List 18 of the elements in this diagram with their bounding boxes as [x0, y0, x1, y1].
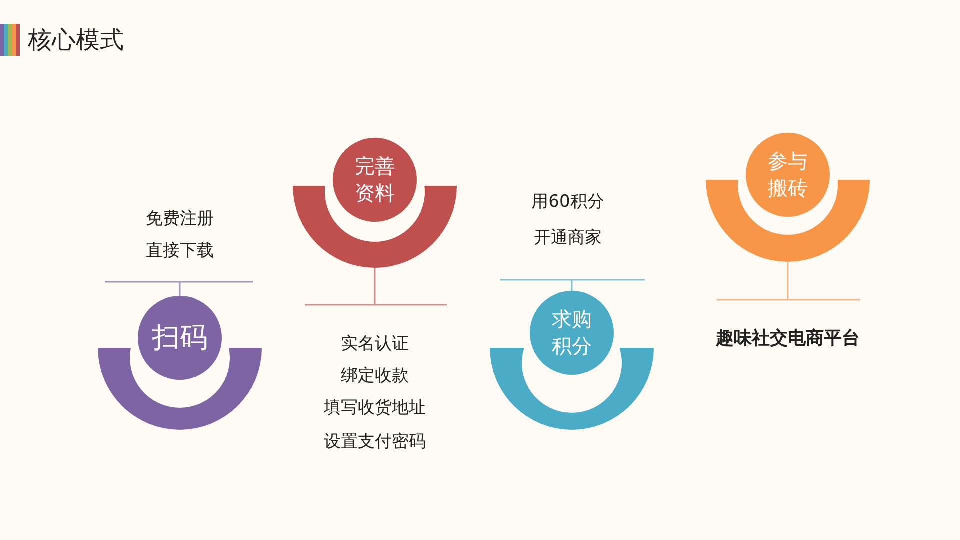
tagline-text: 趣味社交电商平台 [716, 327, 860, 350]
node-text: 求购积分 [551, 306, 593, 360]
node-text: 参与搬砖 [767, 148, 809, 202]
semicircle-badge [98, 296, 262, 430]
description-text: 设置支付密码 [324, 431, 426, 453]
semicircle-badge [490, 291, 654, 430]
semicircle-badge [706, 133, 870, 262]
description-text: 用60积分 [532, 191, 604, 213]
semicircle-badge [293, 138, 457, 268]
description-text: 绑定收款 [341, 365, 409, 387]
description-text: 填写收货地址 [324, 397, 426, 419]
description-text: 直接下载 [146, 240, 214, 262]
node-text: 扫码 [151, 320, 209, 356]
description-text: 实名认证 [341, 333, 409, 355]
description-text: 免费注册 [146, 208, 214, 230]
title: 核心模式 [28, 25, 124, 56]
node-text: 完善资料 [354, 153, 396, 207]
description-text: 开通商家 [534, 227, 602, 249]
